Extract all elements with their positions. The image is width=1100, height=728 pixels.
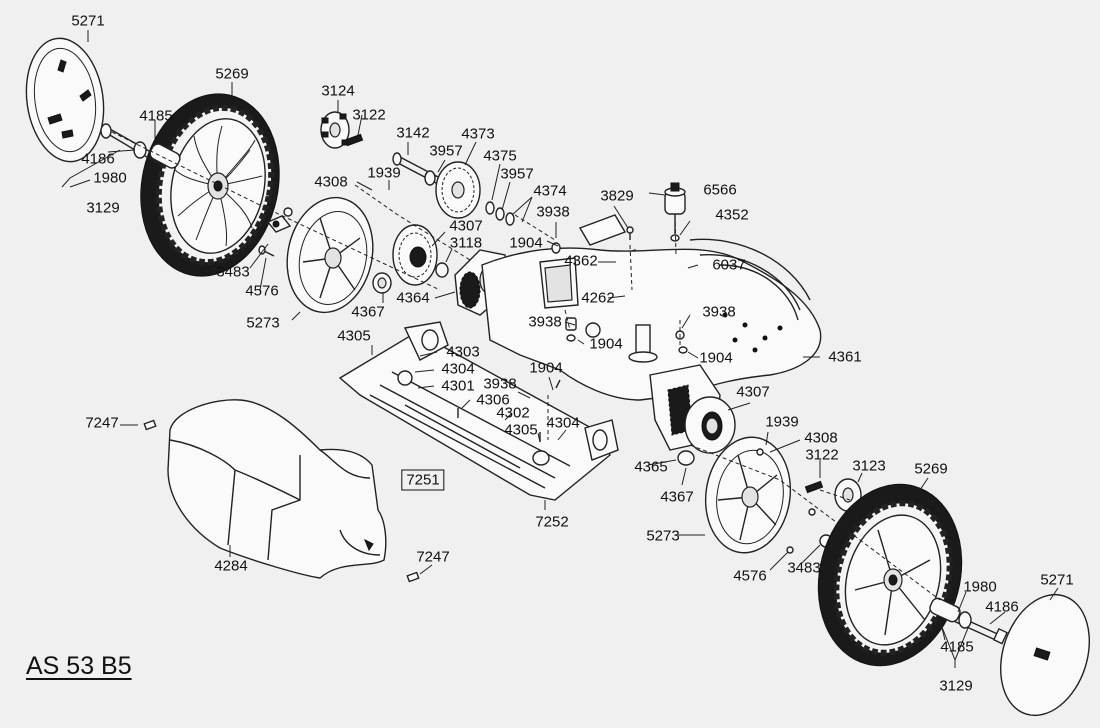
part-label-4306: 4306 [476,391,510,409]
part-label-7247-a: 7247 [85,414,119,432]
part-label-5269-left: 5269 [215,65,249,83]
part-label-4308-left: 4308 [314,173,348,191]
part-label-5271-right: 5271 [1040,571,1074,589]
rear-axle-7251 [338,321,619,501]
part-label-3122-left: 3122 [352,106,386,124]
part-label-4576-right: 4576 [733,567,767,585]
part-label-6037: 6037 [712,256,746,274]
part-label-4284: 4284 [214,557,248,575]
part-label-5273-right: 5273 [646,527,680,545]
key-left [344,133,364,147]
part-label-1980-right: 1980 [963,578,997,596]
hub-cap-left [25,37,105,163]
part-label-7251: 7251 [401,469,445,491]
part-label-3957-a: 3957 [429,142,463,160]
pinion-gear-left [320,111,350,149]
part-label-4307-right: 4307 [736,383,770,401]
wheel-right [817,483,963,667]
part-label-4185-right: 4185 [940,638,974,656]
model-designation: AS 53 B5 [26,652,132,680]
part-label-1980-left: 1980 [93,169,127,187]
part-label-4361: 4361 [828,348,862,366]
part-label-4304-b: 4304 [546,414,580,432]
part-label-3118: 3118 [449,234,483,252]
part-label-4305-a: 4305 [337,327,371,345]
part-label-1904-b: 1904 [589,335,623,353]
part-label-3938-c: 3938 [702,303,736,321]
part-label-4186-left: 4186 [81,150,115,168]
part-label-5273-left: 5273 [246,314,280,332]
leader-lines [61,30,1059,668]
part-label-1904-a: 1904 [509,234,543,252]
part-label-3957-b: 3957 [500,165,534,183]
assembly-lines [111,131,941,601]
part-label-4362: 4362 [564,252,598,270]
screw-7247 [143,419,420,583]
part-label-4576-left: 4576 [245,282,279,300]
part-label-4302: 4302 [496,404,530,422]
part-label-3938-d: 3938 [483,375,517,393]
part-label-4374: 4374 [533,182,567,200]
part-label-3938-a: 3938 [536,203,570,221]
part-label-4186-right: 4186 [985,598,1019,616]
part-label-3483-right: 3483 [787,559,821,577]
part-label-6566: 6566 [703,181,737,199]
part-label-1904-c: 1904 [699,349,733,367]
part-label-4375: 4375 [483,147,517,165]
part-label-3122-right: 3122 [805,446,839,464]
part-label-4262: 4262 [581,289,615,307]
wheel-rim-left [286,196,374,314]
washer-screw-left [258,207,293,257]
part-label-1939-left: 1939 [367,164,401,182]
cover-4284 [167,399,387,579]
part-label-7247-b: 7247 [416,548,450,566]
part-label-4364: 4364 [396,289,430,307]
screws-center [551,242,688,354]
part-label-4301: 4301 [441,377,475,395]
part-label-4365: 4365 [634,458,668,476]
bearing-left [372,272,392,294]
part-label-3129-left: 3129 [86,199,120,217]
part-label-3124: 3124 [321,82,355,100]
clutch-right [684,396,736,454]
part-label-4185-left: 4185 [139,107,173,125]
bearing-right [677,450,695,466]
part-label-7252: 7252 [535,513,569,531]
drive-gear-4373 [424,161,515,226]
part-label-4303: 4303 [446,343,480,361]
part-label-5269-right: 5269 [914,460,948,478]
part-label-4308-right: 4308 [804,429,838,447]
axle-bolt-right [929,597,1008,645]
part-label-4307-left: 4307 [449,217,483,235]
wheel-left [140,93,280,277]
part-label-3938-b: 3938 [528,313,562,331]
chassis-4361 [481,238,822,451]
part-label-3142: 3142 [396,124,430,142]
part-label-4367-right: 4367 [660,488,694,506]
part-label-3129-right: 3129 [939,677,973,695]
part-label-3483-left: 3483 [216,263,250,281]
part-label-3123: 3123 [852,457,886,475]
part-label-4373: 4373 [461,125,495,143]
part-label-1939-right: 1939 [765,413,799,431]
clutch-left [392,224,449,286]
part-label-4305-b: 4305 [504,421,538,439]
hub-cap-right [999,593,1091,717]
part-label-1904-d: 1904 [529,359,563,377]
wheel-rim-right [704,436,792,554]
part-label-5271-left: 5271 [71,12,105,30]
part-label-4304-a: 4304 [441,360,475,378]
part-label-3829: 3829 [600,187,634,205]
part-label-4352: 4352 [715,206,749,224]
part-label-4367-left: 4367 [351,303,385,321]
